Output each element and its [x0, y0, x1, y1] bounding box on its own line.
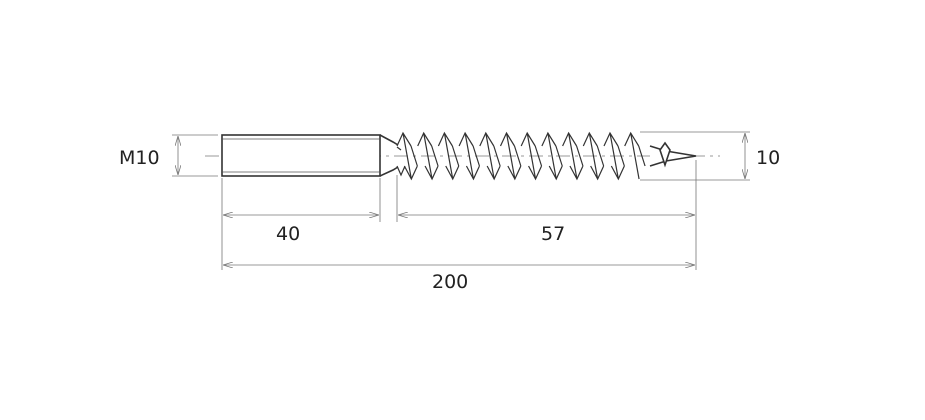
thread-diameter-dimension: M10 [119, 134, 218, 177]
thread-diameter-label: M10 [119, 147, 160, 169]
thread-teeth [396, 131, 646, 181]
thread-length-label: 40 [276, 223, 300, 245]
wood-screw-thread [396, 131, 646, 181]
threaded-rod [221, 134, 399, 177]
total-length-dimension: 200 [223, 265, 695, 293]
thread-length-dimension: 40 [223, 215, 379, 245]
total-length-label: 200 [432, 271, 468, 293]
screw-diameter-label: 10 [756, 147, 780, 169]
screw-tip [649, 141, 697, 168]
screw-length-label: 57 [541, 223, 565, 245]
screw-diameter-dimension: 10 [640, 131, 780, 181]
screw-length-dimension: 57 [398, 215, 695, 245]
